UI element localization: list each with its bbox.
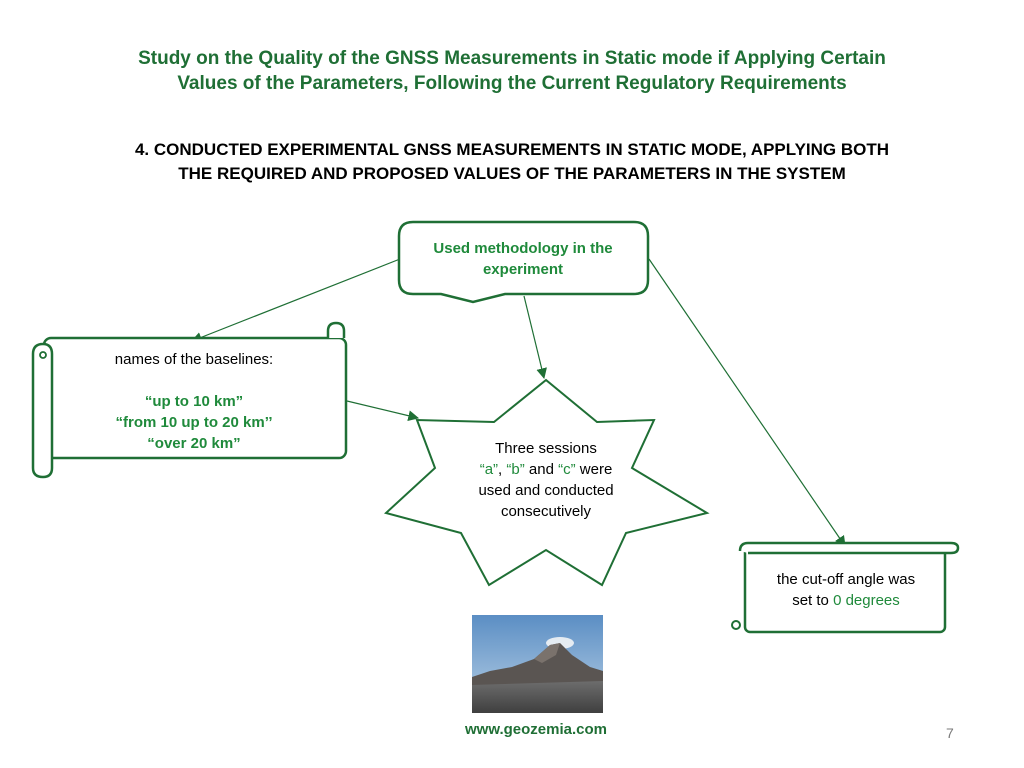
session-a-label: “a” xyxy=(479,461,499,478)
baseline-item-over-20km: “over 20 km” xyxy=(147,435,241,452)
section-heading-line-2: THE REQUIRED AND PROPOSED VALUES OF THE … xyxy=(178,164,846,183)
cutoff-line-2: set to 0 degrees xyxy=(751,590,941,611)
volcano-photo-drawing xyxy=(472,615,603,713)
sessions-line-3: used and conducted xyxy=(478,482,614,499)
cutoff-set-to: set to xyxy=(792,592,834,609)
sessions-were: were xyxy=(575,461,613,478)
cutoff-scroll-shape xyxy=(731,541,960,634)
sessions-line-4: consecutively xyxy=(500,503,592,520)
sessions-line-1: Three sessions xyxy=(495,440,597,457)
sessions-line-2: “a”, “b” and “c” were xyxy=(446,459,646,480)
arrow-baselines-to-sessions xyxy=(346,400,420,421)
baseline-item-10-to-20km: “from 10 up to 20 km’’ xyxy=(115,414,273,431)
slide-title: Study on the Quality of the GNSS Measure… xyxy=(40,46,984,96)
baselines-heading: names of the baselines: xyxy=(114,351,274,368)
session-c-label: “c” xyxy=(558,461,576,478)
website-link[interactable]: www.geozemia.com xyxy=(465,721,607,738)
methodology-callout-line-2: experiment xyxy=(482,261,564,278)
sessions-and: and xyxy=(524,461,559,478)
slide-title-line-1: Study on the Quality of the GNSS Measure… xyxy=(138,48,886,69)
baselines-scroll-shape xyxy=(31,321,348,479)
section-heading-line-1: 4. CONDUCTED EXPERIMENTAL GNSS MEASUREME… xyxy=(134,140,890,159)
baseline-item-up-to-10km: “up to 10 km” xyxy=(144,393,244,410)
connector-arrows xyxy=(190,258,846,547)
methodology-callout: Used methodology in the experiment xyxy=(405,238,641,280)
methodology-callout-shape xyxy=(397,220,650,304)
sessions-star-shape xyxy=(383,378,710,587)
arrow-callout-to-cutoff xyxy=(648,258,846,547)
methodology-callout-line-1: Used methodology in the xyxy=(433,240,613,257)
session-b-label: “b” xyxy=(506,461,525,478)
sessions-separator: , xyxy=(498,461,507,478)
sessions-star: Three sessions “a”, “b” and “c” were use… xyxy=(446,438,646,522)
cutoff-line-1: the cut-off angle was xyxy=(776,571,916,588)
arrow-callout-to-sessions xyxy=(523,295,547,380)
arrow-callout-to-baselines xyxy=(190,258,401,343)
volcano-photo xyxy=(472,615,603,713)
cutoff-value: 0 degrees xyxy=(833,592,900,609)
cutoff-scroll: the cut-off angle was set to 0 degrees xyxy=(751,569,941,611)
slide-title-line-2: Values of the Parameters, Following the … xyxy=(177,73,847,94)
page-number: 7 xyxy=(946,725,954,741)
section-heading: 4. CONDUCTED EXPERIMENTAL GNSS MEASUREME… xyxy=(40,138,984,186)
baselines-scroll: names of the baselines: “up to 10 km” “f… xyxy=(52,349,336,454)
